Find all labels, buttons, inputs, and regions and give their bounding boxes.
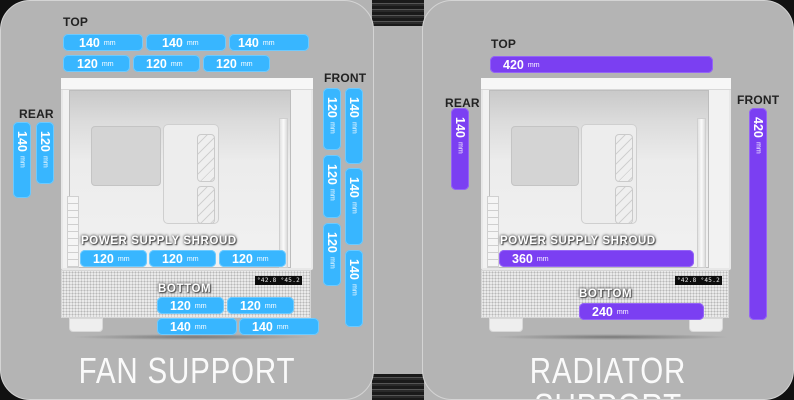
pc-case-illustration: °42.8 °45.2 [61,78,313,340]
psu-shroud-label: POWER SUPPLY SHROUD [81,235,237,247]
top-label: TOP [63,15,89,29]
top-label: TOP [491,37,517,51]
divider-band [372,0,424,26]
front-label: FRONT [324,71,367,85]
fan-support-title: FAN SUPPORT [78,350,296,391]
divider-band [372,374,424,400]
bottom-label: BOTTOM [158,283,212,295]
radiator-support-title: RADIATOR SUPPORT [529,350,687,400]
temperature-display: °42.8 °45.2 [675,276,723,285]
rear-label: REAR [445,96,480,110]
rear-label: REAR [19,107,54,121]
pc-case-illustration: °42.8 °45.2 [481,78,731,340]
bottom-label: BOTTOM [579,288,633,300]
temperature-display: °42.8 °45.2 [255,276,303,285]
front-label: FRONT [737,93,780,107]
psu-shroud-label: POWER SUPPLY SHROUD [500,235,656,247]
